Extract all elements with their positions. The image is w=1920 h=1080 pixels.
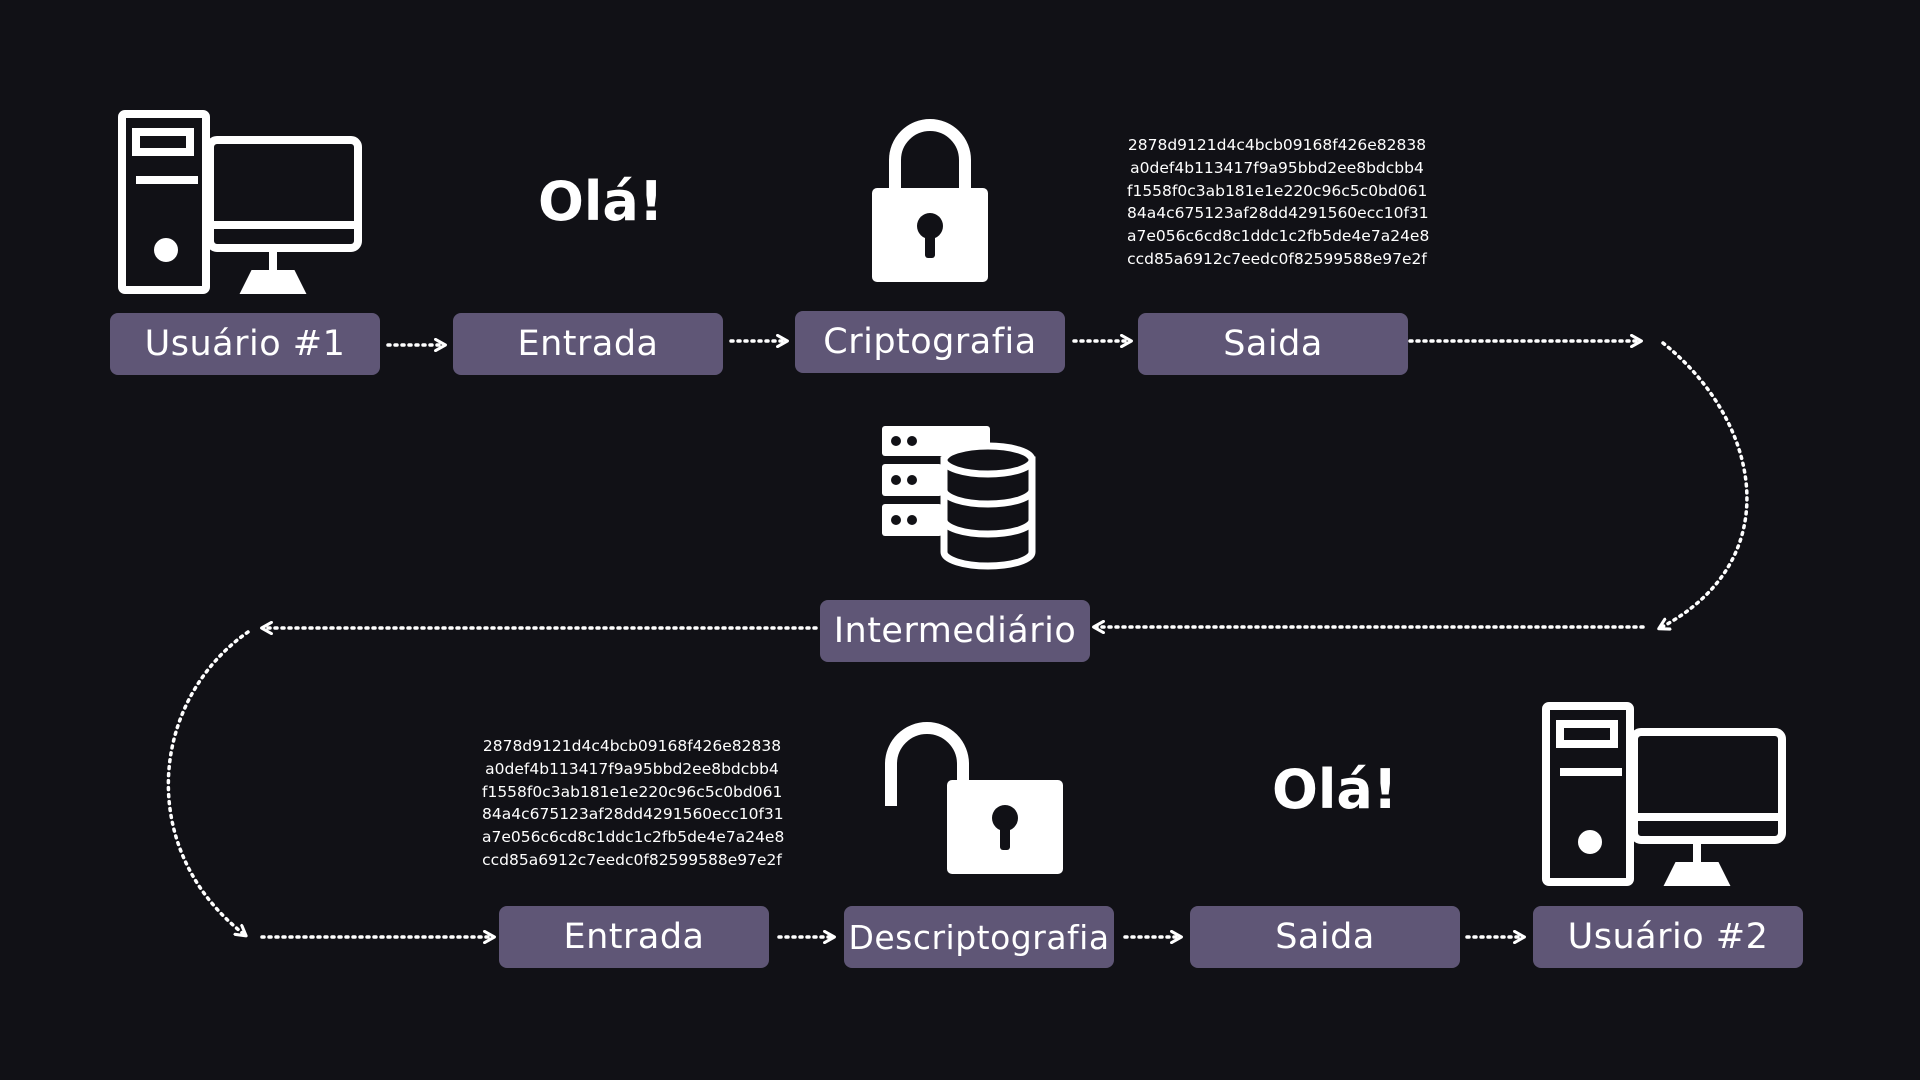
arrow-left-curve (166, 630, 250, 935)
plaintext-message-top: Olá! (538, 170, 664, 233)
cipher-line: a0def4b113417f9a95bbd2ee8bdcbb4 (485, 759, 779, 778)
criptografia-label: Criptografia (795, 311, 1065, 373)
computer-icon (118, 110, 362, 294)
cipher-line: 84a4c675123af28dd4291560ecc10f31 (482, 805, 784, 824)
entrada-bottom-label: Entrada (499, 906, 769, 968)
unlock-icon (885, 722, 1063, 874)
cipher-line: 2878d9121d4c4bcb09168f426e82838 (1127, 136, 1427, 154)
cipher-line: f1558f0c3ab181e1e220c96c5c0bd061 (482, 782, 783, 801)
user2-label: Usuário #2 (1533, 906, 1803, 968)
intermediario-label: Intermediário (820, 600, 1090, 662)
saida-bottom-label: Saida (1190, 906, 1460, 968)
ciphertext-bottom: 2878d9121d4c4bcb09168f426e82838 a0def4b1… (482, 735, 785, 872)
computer-icon (1542, 702, 1786, 886)
plaintext-message-bottom: Olá! (1272, 758, 1398, 821)
database-server-icon (882, 426, 1036, 570)
cipher-line: ccd85a6912c7eedc0f82599588e97e2f (1127, 249, 1427, 268)
user1-label: Usuário #1 (110, 313, 380, 375)
descriptografia-label: Descriptografia (844, 906, 1114, 968)
cipher-line: ccd85a6912c7eedc0f82599588e97e2f (482, 850, 782, 869)
lock-icon (872, 119, 988, 282)
cipher-line: 84a4c675123af28dd4291560ecc10f31 (1127, 204, 1429, 223)
cipher-line: 2878d9121d4c4bcb09168f426e82838 (482, 737, 782, 755)
entrada-top-label: Entrada (453, 313, 723, 375)
cipher-line: a7e056c6cd8c1ddc1c2fb5de4e7a24e8 (1127, 227, 1430, 246)
cipher-line: a0def4b113417f9a95bbd2ee8bdcbb4 (1130, 158, 1424, 177)
ciphertext-top: 2878d9121d4c4bcb09168f426e82838 a0def4b1… (1127, 134, 1430, 271)
cipher-line: a7e056c6cd8c1ddc1c2fb5de4e7a24e8 (482, 828, 785, 847)
saida-top-label: Saida (1138, 313, 1408, 375)
cipher-line: f1558f0c3ab181e1e220c96c5c0bd061 (1127, 181, 1428, 200)
arrow-right-curve (1660, 341, 1749, 628)
